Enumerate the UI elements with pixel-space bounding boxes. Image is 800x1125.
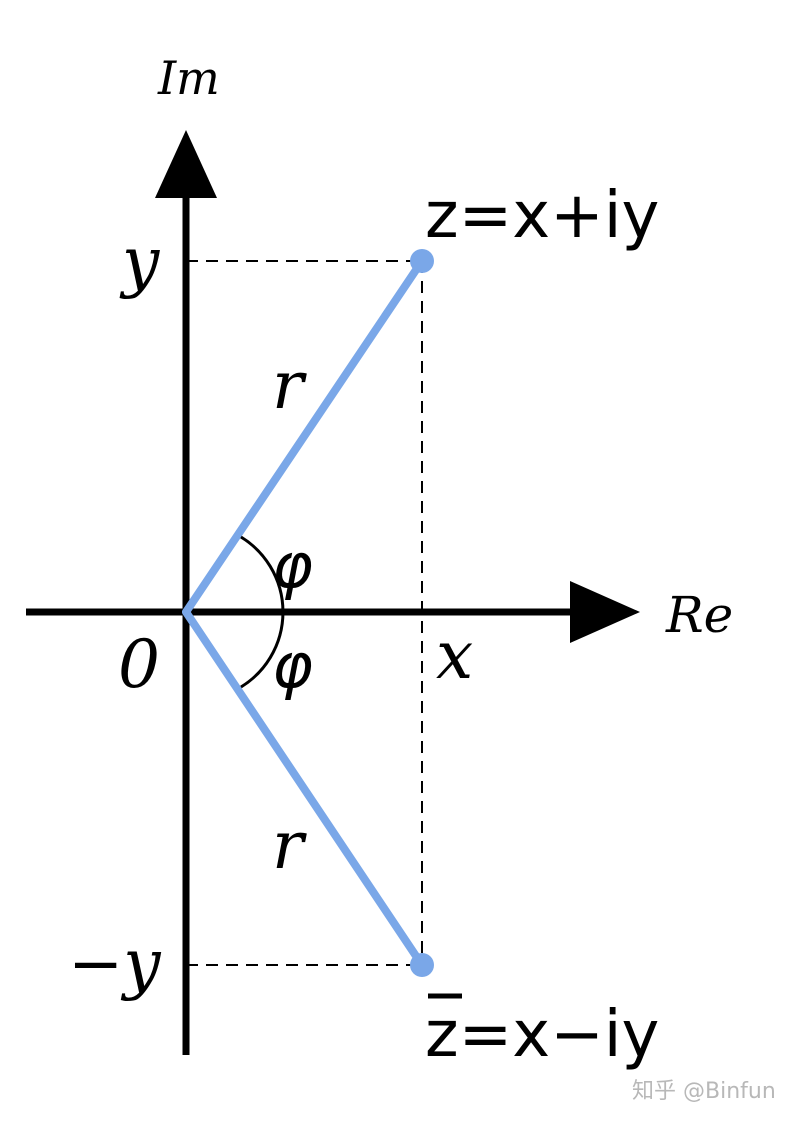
imaginary-axis-arrowhead [155,130,217,198]
real-axis-label: Re [665,586,733,644]
origin-label: 0 [118,626,160,703]
vector-z [182,257,426,616]
real-axis-arrowhead [570,581,640,643]
watermark: 知乎 @Binfun [632,1079,776,1104]
vector-z-conjugate [182,608,426,969]
angle-label-lower: φ [272,629,313,702]
x-tick-label: x [436,617,473,694]
radius-label-lower: r [272,807,307,884]
formula-z: z=x+iy [425,179,659,253]
radius-label-upper: r [272,347,307,424]
y-tick-label: y [119,223,160,300]
formula-z-conjugate: z=x−iy [425,998,659,1072]
neg-y-tick-label: −y [68,925,161,1002]
angle-label-upper: φ [272,529,313,602]
point-z [410,249,434,273]
point-z-conjugate [410,953,434,977]
imaginary-axis-label: Im [157,51,220,105]
angle-arc [240,535,285,689]
